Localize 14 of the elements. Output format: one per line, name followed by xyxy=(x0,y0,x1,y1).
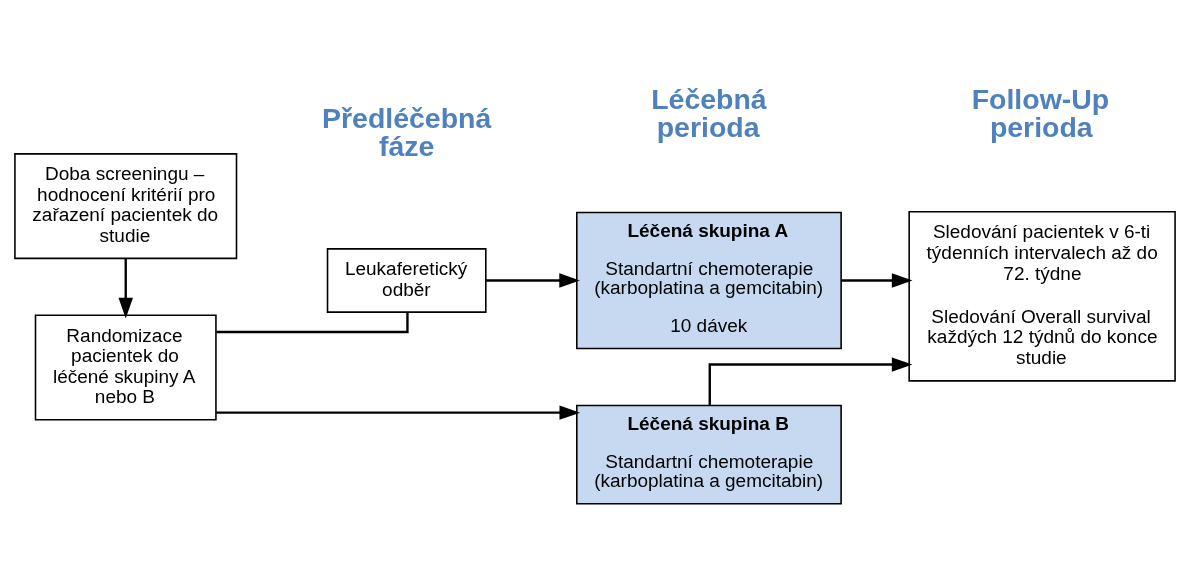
node-box: Leukaferetický odběr xyxy=(326,247,487,313)
arrow xyxy=(118,258,133,318)
label: Předléčebná fáze xyxy=(321,101,492,162)
arrow xyxy=(708,356,913,405)
node-box: Léčená skupina A Standartní chemoterapie (karboplatina a gemcitabin) 10 dávek xyxy=(576,211,842,349)
arrow xyxy=(486,272,580,288)
node-box: Léčená skupina B Standartní chemoterapie (karboplatina a gemcitabin) xyxy=(576,404,842,504)
arrow xyxy=(216,404,581,420)
node-box: Randomizace pacientek do léčené skupiny A nebo B xyxy=(34,314,217,421)
node-box: Doba screeningu – hodnocení kritérií pro zařazení pacientek do studie xyxy=(14,152,238,259)
node-box: Sledování pacientek v 6-ti týdenních intervalech až do 72. týdne Sledování Overall survival každých 12 týdnů do konce studie xyxy=(908,210,1176,382)
label: Follow-Up perioda xyxy=(971,82,1110,143)
label: Léčebná perioda xyxy=(651,82,767,143)
arrow xyxy=(841,272,913,288)
